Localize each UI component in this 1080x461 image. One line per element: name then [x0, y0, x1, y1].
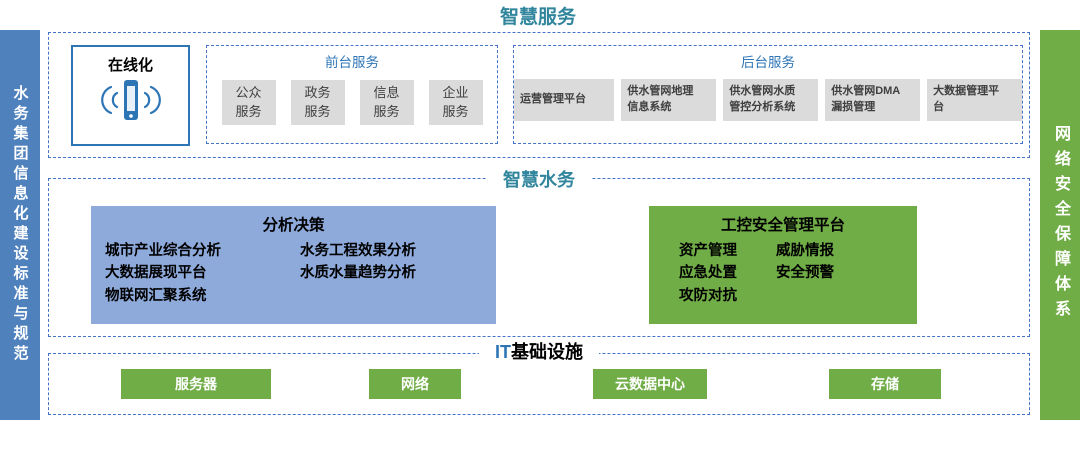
standards-sidebar-label: 水务集团信息化建设标准与规范: [11, 85, 29, 365]
front-services-group: 前台服务 公众 服务 政务 服务 信息 服务 企业 服务: [206, 45, 498, 144]
smart-services-title: 智慧服务: [499, 7, 576, 28]
back-service-item: 供水管网DMA 漏损管理: [825, 79, 921, 121]
infra-item-server: 服务器: [121, 369, 271, 399]
back-service-item: 大数据管理平 台: [927, 79, 1022, 121]
analysis-item: 城市产业综合分析: [105, 243, 221, 259]
ics-security-column-1: 资产管理 应急处置 攻防对抗: [679, 240, 776, 307]
online-label: 在线化: [107, 57, 153, 74]
security-item: 威胁情报: [776, 243, 834, 259]
analysis-item: 大数据展现平台: [105, 265, 207, 282]
ics-security-columns: 资产管理 应急处置 攻防对抗 威胁情报 安全预警: [649, 235, 917, 307]
analysis-column-1: 城市产业综合分析 大数据展现平台 物联网汇聚系统: [105, 240, 300, 307]
online-box: 在线化: [71, 45, 190, 146]
infra-item-cloud-datacenter: 云数据中心: [593, 369, 707, 399]
it-infrastructure-title: IT基础设施: [479, 338, 599, 364]
front-services-items: 公众 服务 政务 服务 信息 服务 企业 服务: [207, 80, 497, 125]
network-security-sidebar: 网络安全保障体系: [1040, 30, 1080, 420]
back-services-title: 后台服务: [741, 55, 795, 70]
security-item: 攻防对抗: [679, 287, 737, 304]
infra-item-storage: 存储: [829, 369, 941, 399]
back-services-group: 后台服务 运营管理平台 供水管网地理 信息系统 供水管网水质 管控分析系统 供水…: [513, 45, 1023, 144]
network-security-sidebar-label: 网络安全保障体系: [1052, 125, 1069, 325]
it-infrastructure-section: IT基础设施 服务器 网络 云数据中心 存储: [48, 338, 1030, 415]
ics-security-title: 工控安全管理平台: [720, 217, 845, 234]
smart-water-section: 智慧水务 分析决策 城市产业综合分析 大数据展现平台 物联网汇聚系统 水务工程效…: [48, 166, 1030, 337]
ics-security-box: 工控安全管理平台 资产管理 应急处置 攻防对抗 威胁情报 安全预警: [649, 206, 917, 324]
analysis-decision-title: 分析决策: [262, 217, 325, 234]
analysis-decision-box: 分析决策 城市产业综合分析 大数据展现平台 物联网汇聚系统 水务工程效果分析 水…: [91, 206, 496, 324]
it-title-suffix: 基础设施: [511, 342, 583, 362]
analysis-column-2: 水务工程效果分析 水质水量趋势分析: [300, 240, 416, 307]
phone-icon: [100, 80, 161, 120]
ics-security-column-2: 威胁情报 安全预警: [776, 240, 834, 307]
analysis-item: 水质水量趋势分析: [300, 265, 416, 282]
analysis-item: 水务工程效果分析: [300, 243, 416, 259]
security-item: 应急处置: [679, 265, 737, 282]
front-service-item: 企业 服务: [428, 80, 483, 125]
back-services-items: 运营管理平台 供水管网地理 信息系统 供水管网水质 管控分析系统 供水管网DMA…: [514, 79, 1022, 121]
smart-water-title: 智慧水务: [487, 166, 591, 192]
security-item: 安全预警: [776, 265, 834, 282]
analysis-item: 物联网汇聚系统: [105, 287, 207, 304]
analysis-columns: 城市产业综合分析 大数据展现平台 物联网汇聚系统 水务工程效果分析 水质水量趋势…: [91, 235, 496, 307]
front-service-item: 政务 服务: [290, 80, 345, 125]
back-service-item: 供水管网地理 信息系统: [621, 79, 717, 121]
infra-item-network: 网络: [369, 369, 461, 399]
back-service-item: 供水管网水质 管控分析系统: [723, 79, 819, 121]
standards-sidebar: 水务集团信息化建设标准与规范: [0, 30, 40, 420]
it-title-prefix: IT: [495, 342, 511, 362]
front-services-title: 前台服务: [325, 55, 379, 70]
security-item: 资产管理: [679, 243, 737, 259]
back-service-item: 运营管理平台: [514, 79, 615, 121]
front-service-item: 信息 服务: [359, 80, 414, 125]
smart-services-section: 在线化 前台服务 公众 服务 政务 服务 信息 服务 企业 服务: [48, 32, 1030, 158]
front-service-item: 公众 服务: [221, 80, 276, 125]
